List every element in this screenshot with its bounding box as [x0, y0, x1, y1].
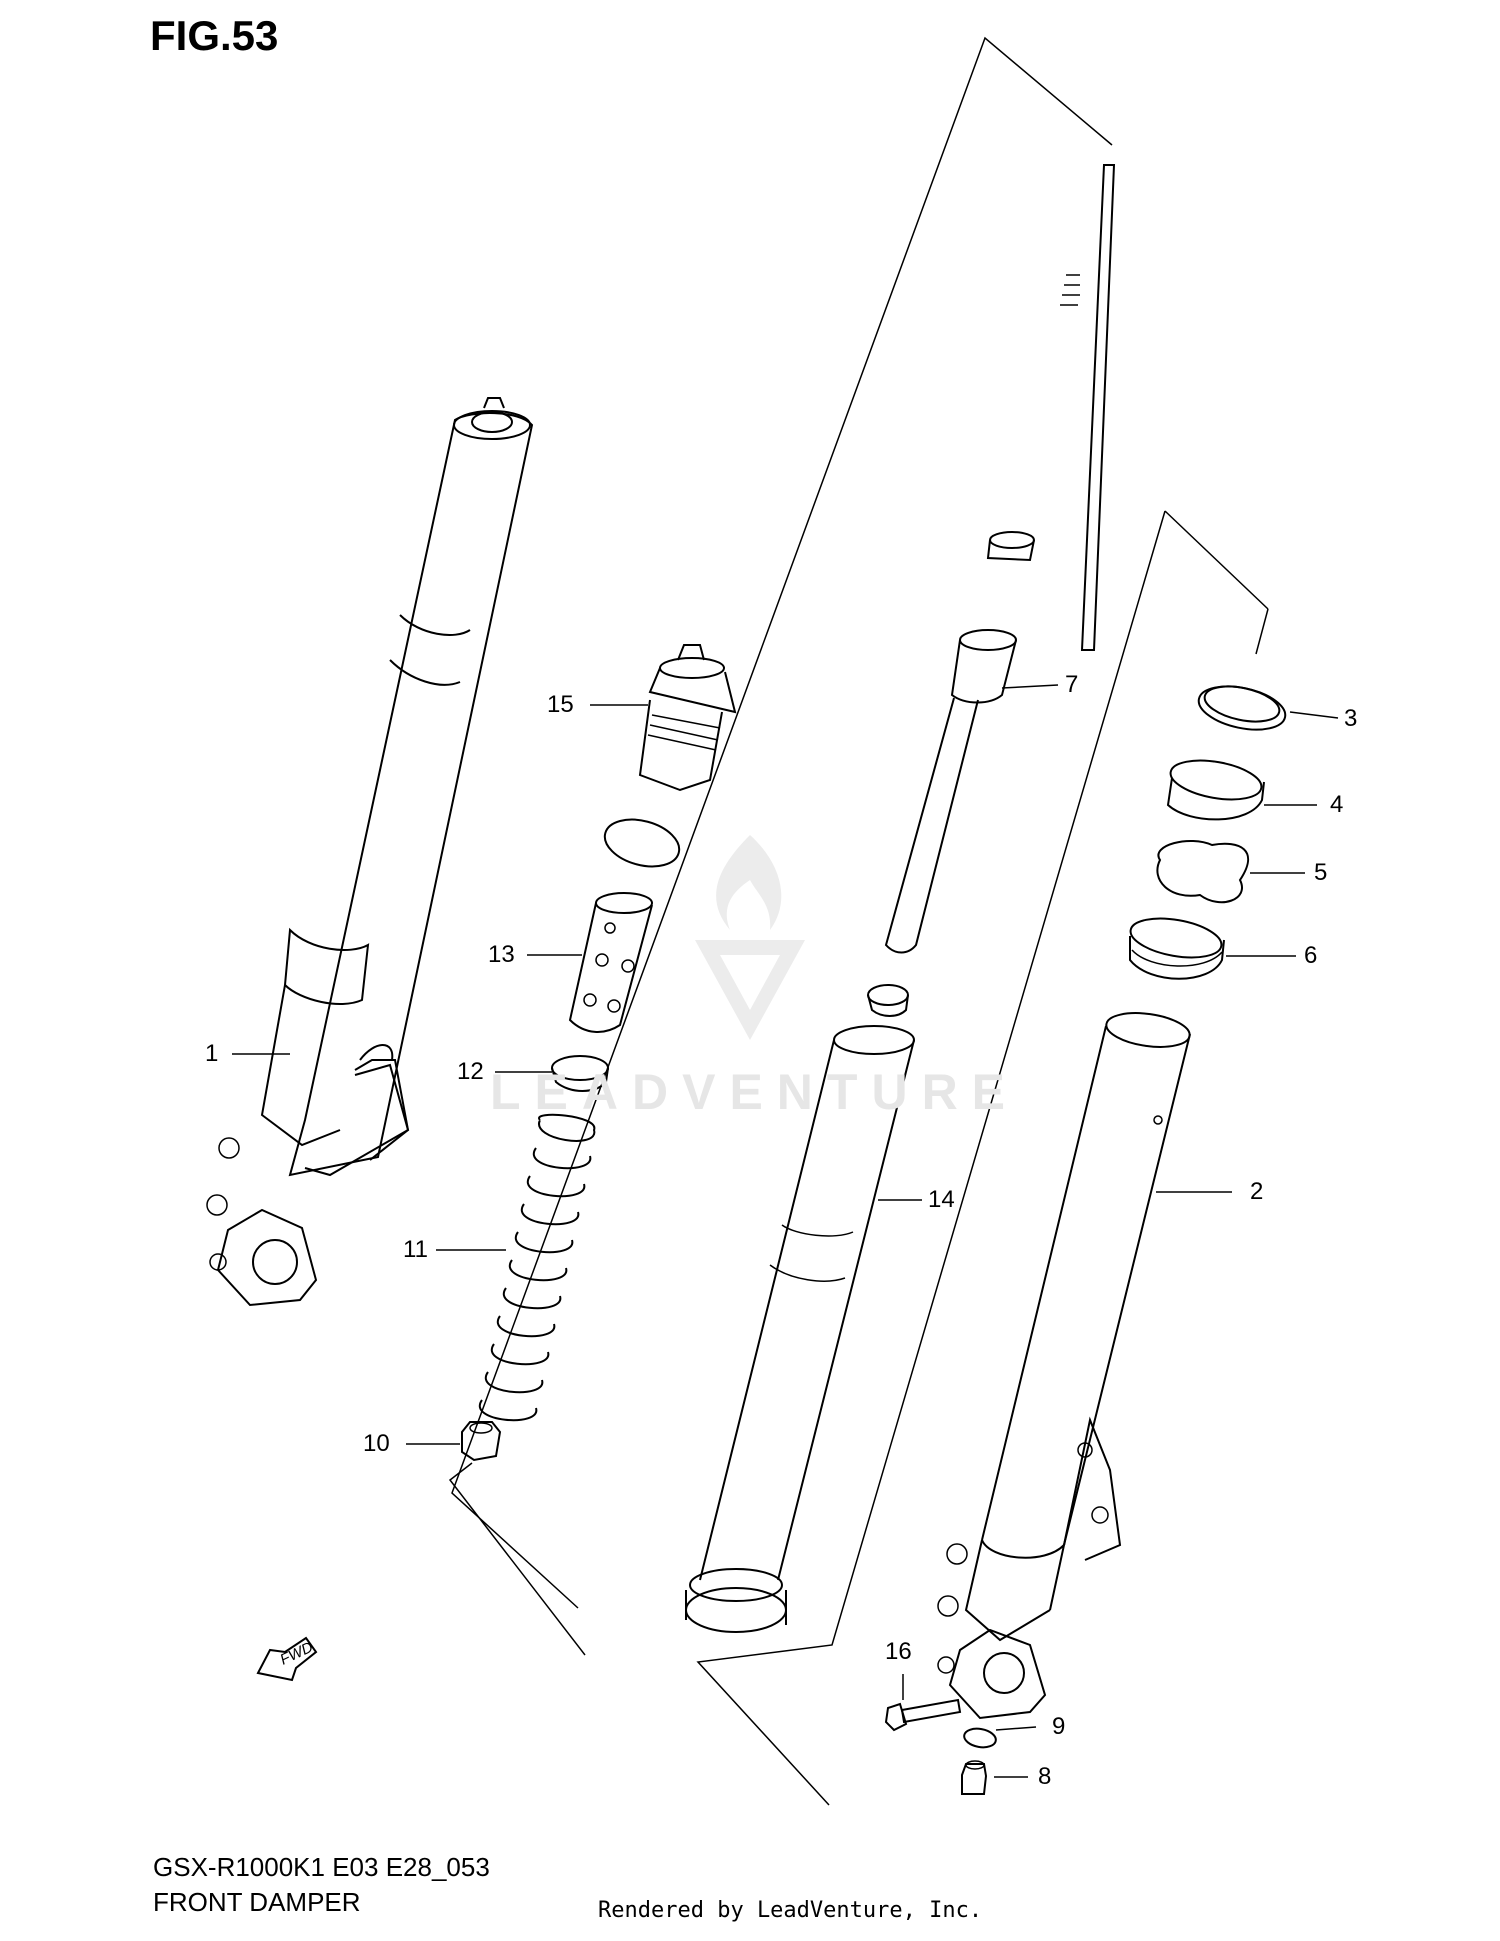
fork-spring-part	[478, 1113, 596, 1422]
callout-13: 13	[488, 941, 515, 968]
callout-11: 11	[403, 1236, 428, 1263]
outer-tube-part	[937, 1012, 1191, 1720]
callout-6: 6	[1304, 942, 1318, 969]
callout-16: 16	[885, 1638, 912, 1665]
fwd-arrow-icon	[256, 1636, 318, 1682]
section-name: FRONT DAMPER	[153, 1887, 361, 1917]
axle-bolt-part	[884, 1698, 962, 1732]
render-credit: Rendered by LeadVenture, Inc.	[598, 1898, 983, 1923]
spring-seat-part	[551, 1055, 609, 1092]
flame-logo-icon	[695, 835, 805, 1040]
callout-3: 3	[1344, 705, 1358, 732]
figure-title: FIG.53	[150, 12, 279, 59]
rod-seal-part	[867, 984, 909, 1017]
callout-5: 5	[1314, 859, 1328, 886]
guide-bushing-part	[1129, 917, 1225, 980]
callout-2: 2	[1250, 1178, 1264, 1205]
drain-bolt-part	[961, 1760, 988, 1795]
spacer-tube-part	[568, 892, 653, 1033]
callout-14: 14	[928, 1186, 955, 1213]
callout-15: 15	[547, 691, 574, 718]
damper-cap-bolt-part	[638, 644, 737, 792]
callout-8: 8	[1038, 1763, 1052, 1790]
callout-1: 1	[205, 1040, 219, 1067]
assembly-bracket-lines	[448, 36, 1269, 1806]
model-code: GSX-R1000K1 E03 E28_053	[153, 1852, 490, 1882]
callout-leader-lines	[232, 684, 1339, 1778]
damper-rod-part	[884, 164, 1116, 954]
oil-seal-part	[1156, 839, 1250, 904]
gasket-washer-part	[963, 1727, 997, 1749]
callout-7: 7	[1065, 671, 1079, 698]
callout-12: 12	[457, 1058, 484, 1085]
callout-10: 10	[363, 1430, 390, 1457]
stopper-ring-part	[1166, 759, 1265, 821]
dust-seal-part	[1197, 685, 1287, 731]
o-ring-part	[603, 818, 681, 868]
lock-nut-part	[461, 1421, 502, 1462]
damper-cylinder-part	[685, 1025, 915, 1633]
callout-4: 4	[1330, 791, 1344, 818]
callout-9: 9	[1052, 1713, 1066, 1740]
watermark-text: LEADVENTURE	[490, 1064, 1020, 1120]
fork-assembly-part	[206, 397, 534, 1307]
